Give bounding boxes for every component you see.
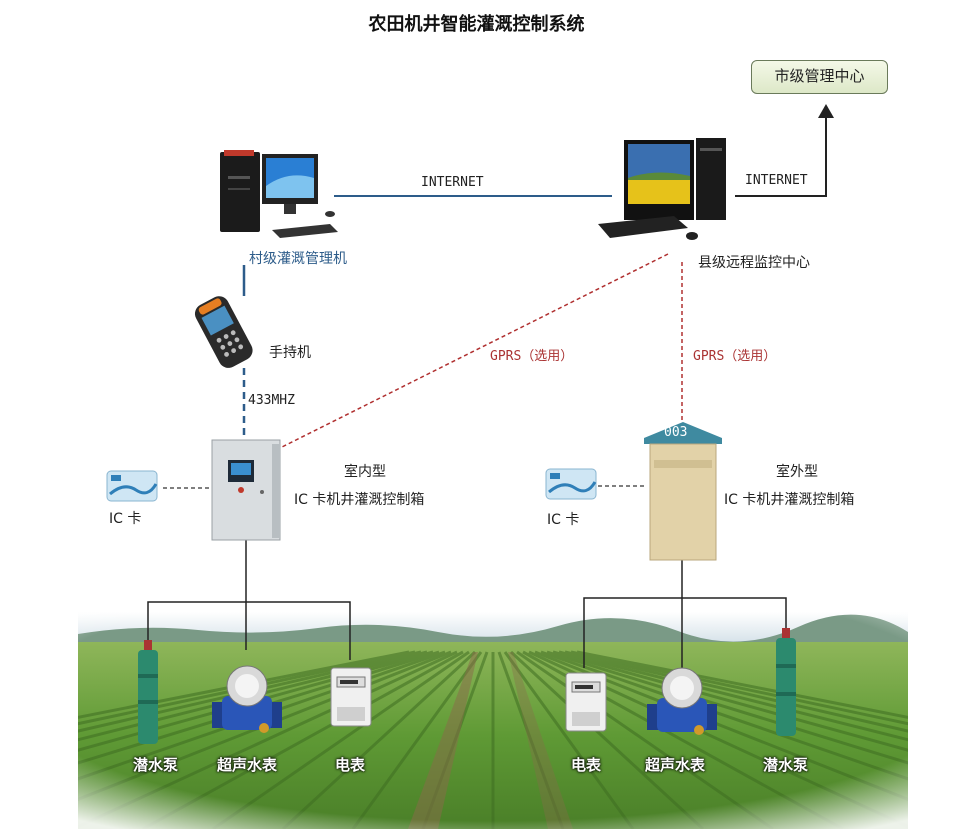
outdoor-box-name-label: IC 卡机井灌溉控制箱 [724,492,855,508]
handheld-label: 手持机 [269,345,311,361]
indoor-control-box-icon [211,439,281,541]
ic-card-label-left: IC 卡 [109,511,142,527]
internet-label-left: INTERNET [421,175,484,190]
right-device-label: 电表 [571,756,602,774]
submersible-pump-icon-right [776,628,796,736]
ic-card-icon-left [106,470,158,502]
left-device-label: 电表 [335,756,366,774]
gprs-link-left [281,253,669,448]
internet-label-right: INTERNET [745,173,808,188]
handheld-terminal-icon [194,296,253,368]
electric-meter-icon-right [565,672,607,732]
electric-meter-icon-left [330,667,372,727]
gprs-label-left: GPRS（选用） [490,349,574,364]
city-management-center: 市级管理中心 [751,60,888,94]
indoor-box-type-label: 室内型 [344,464,386,480]
submersible-pump-icon-left [138,640,158,744]
farm-field-background [78,612,908,829]
ic-card-icon-right [545,468,597,500]
arrow-up-icon [818,104,834,118]
internet-link-to-city [735,112,827,197]
village-computer-icon [220,150,338,238]
county-computer-icon [598,138,726,240]
county-center-label: 县级远程监控中心 [698,255,810,271]
indoor-box-name-label: IC 卡机井灌溉控制箱 [294,492,425,508]
village-pc-label: 村级灌溉管理机 [249,251,347,267]
right-device-tree [583,560,787,688]
left-device-tree [147,540,351,660]
outdoor-box-type-label: 室外型 [776,464,818,480]
ultrasonic-water-meter-icon-right [647,667,717,735]
ultrasonic-water-meter-icon-left [212,665,282,733]
outdoor-control-box-icon [644,422,722,561]
radio-frequency-label: 433MHZ [248,393,295,408]
right-device-label: 潜水泵 [763,756,809,774]
left-device-label: 超声水表 [217,756,278,774]
diagram-title: 农田机井智能灌溉控制系统 [368,14,585,35]
outdoor-box-number: 003 [664,425,688,440]
left-device-label: 潜水泵 [133,756,179,774]
gprs-label-right: GPRS（选用） [693,349,777,364]
right-device-label: 超声水表 [645,756,706,774]
ic-card-label-right: IC 卡 [547,512,580,528]
